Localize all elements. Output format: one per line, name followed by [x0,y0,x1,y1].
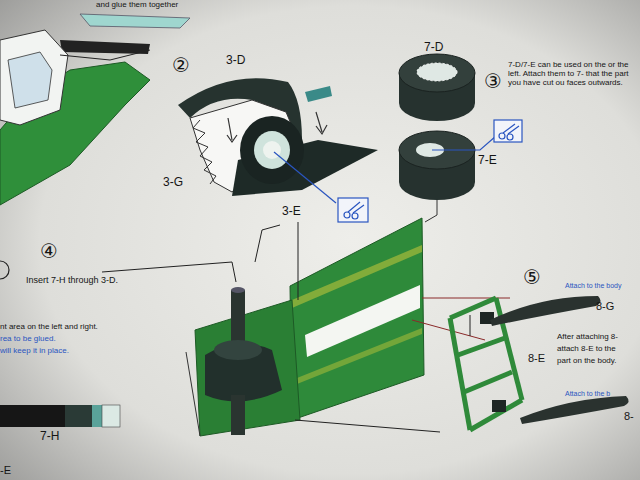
glue-tabs [193,120,216,184]
strip-7h [92,405,102,427]
frame-rail [450,318,470,430]
frame-bar [464,372,512,392]
note-text: Attach to the b [565,390,610,398]
part-label: -E [0,464,11,477]
scissor-blade [348,202,364,213]
scissor-loop [352,213,358,219]
note-text: 7-D/7-E can be used on the or the left. … [508,60,636,88]
note-text: part on the body. [557,356,616,365]
scissor-blade [503,124,519,134]
leader-line [60,50,150,60]
part-label: 3-G [163,176,183,190]
leader-line [274,152,336,203]
black-bar [60,40,150,54]
step-circle [0,261,9,279]
wheel [240,116,304,184]
small-tab [305,86,332,102]
step-number: ⑤ [523,266,541,289]
scissor-loop [344,212,350,218]
leader-line [295,420,440,432]
note-text: and glue them together [96,0,178,9]
frame-bar [458,338,505,355]
part-label: 3-E [282,205,301,219]
hub-ring [214,340,262,360]
wheel-hub [254,131,290,169]
arrow [227,118,237,142]
white-band [305,285,420,357]
note-text: nt area on the left and right. [0,322,98,331]
scissor-loop [499,133,505,139]
step-number: ④ [40,240,58,263]
scissors-icon [338,198,368,222]
frame-bar [470,400,522,430]
window-glass [8,52,52,108]
side-panel [195,300,300,436]
tire-top [399,54,475,92]
strip-7h [102,405,120,427]
note-text: rea to be glued. [0,334,56,343]
step-number: ③ [484,70,502,93]
step-number: ② [172,54,190,77]
icon-frame [494,120,522,142]
part-label: 7-D [424,41,443,55]
leader-line [470,315,471,336]
strip-7h [0,405,65,427]
scissors-icon [494,120,522,142]
outline [186,352,200,436]
note-text: After attaching 8- [557,332,618,341]
axle-lower [231,395,245,435]
light-stripe [292,328,422,386]
arrow [316,112,327,134]
note-text: attach 8-E to the [557,344,616,353]
tire-hub [417,63,457,81]
teal-panel [80,14,190,28]
part-label: 3-D [226,54,245,68]
axle-cap [231,287,245,293]
icon-frame [338,198,368,222]
blade-8g [520,396,629,424]
leader-line [298,222,299,300]
light-stripe [292,245,422,308]
part-label: 8-G [596,300,614,313]
scissor-loop [507,134,513,140]
part-label: 7-E [478,154,497,168]
note-text: will keep it in place. [0,346,69,355]
note-text: Attach to the body [565,282,621,290]
part-label: 7-H [40,430,59,444]
green-panel [290,218,424,420]
blade-8g [490,296,601,326]
strip-7h [65,405,92,427]
leader-line [255,225,280,262]
part-label: 8-E [528,352,545,365]
bracket [492,400,506,412]
leader-line [102,262,236,282]
windshield [0,30,68,125]
leader-line [432,136,496,150]
leader-line [425,200,437,222]
instruction-text: Insert 7-H through 3-D. [26,275,118,285]
part-label: 8- [624,410,634,423]
